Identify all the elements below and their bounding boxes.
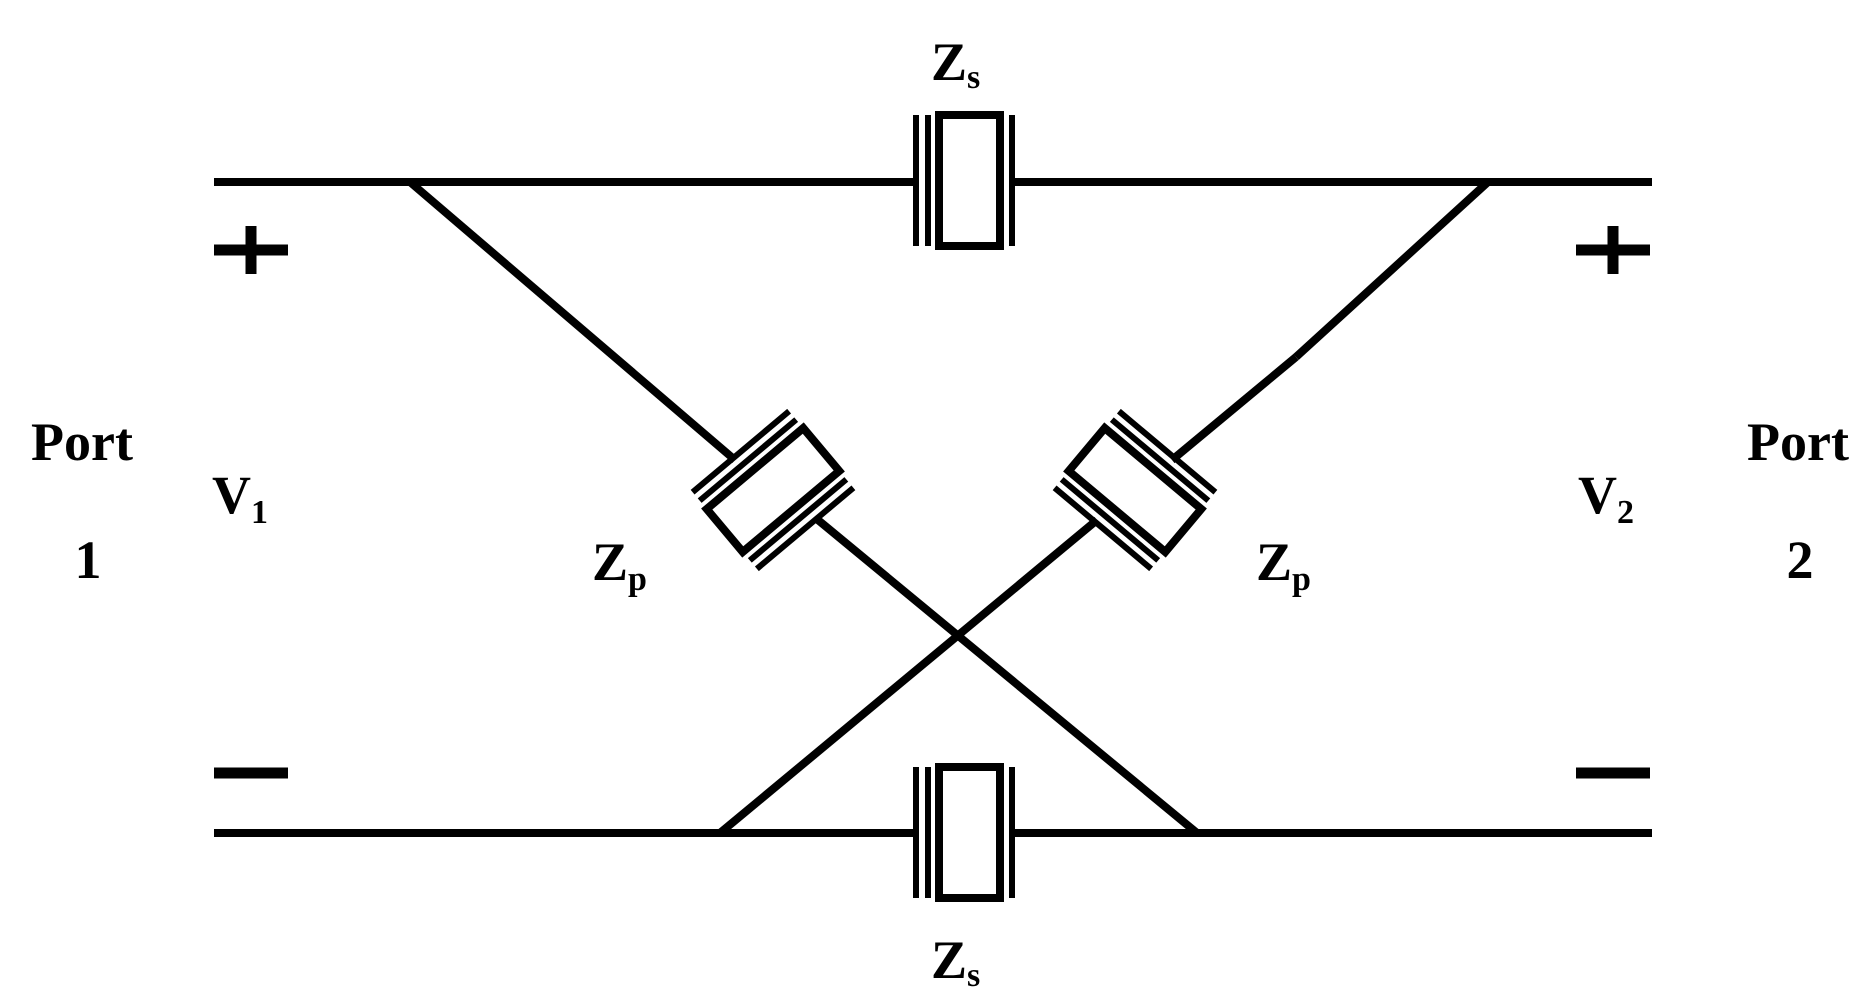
port2-number: 2 (1787, 530, 1814, 590)
v1-label: V1 (212, 465, 268, 531)
port1-number: 1 (75, 530, 102, 590)
shunt-resonator-left (690, 408, 856, 572)
cross-branch-right (717, 179, 1491, 837)
zp-right-label: Zp (1256, 532, 1311, 598)
series-resonator-bottom (913, 763, 1015, 902)
port1-label: Port (31, 412, 133, 472)
cross-branch-left (407, 178, 1200, 837)
zs-top-label: Zs (931, 32, 980, 96)
plus-sign-right (1576, 226, 1650, 274)
port2-label: Port (1747, 412, 1849, 472)
plus-sign-left (214, 226, 288, 274)
v2-label: V2 (1578, 465, 1634, 531)
zp-left-label: Zp (592, 532, 647, 598)
shunt-resonator-right (1052, 408, 1218, 572)
series-resonator-top (913, 111, 1015, 250)
zs-bottom-label: Zs (931, 930, 980, 994)
